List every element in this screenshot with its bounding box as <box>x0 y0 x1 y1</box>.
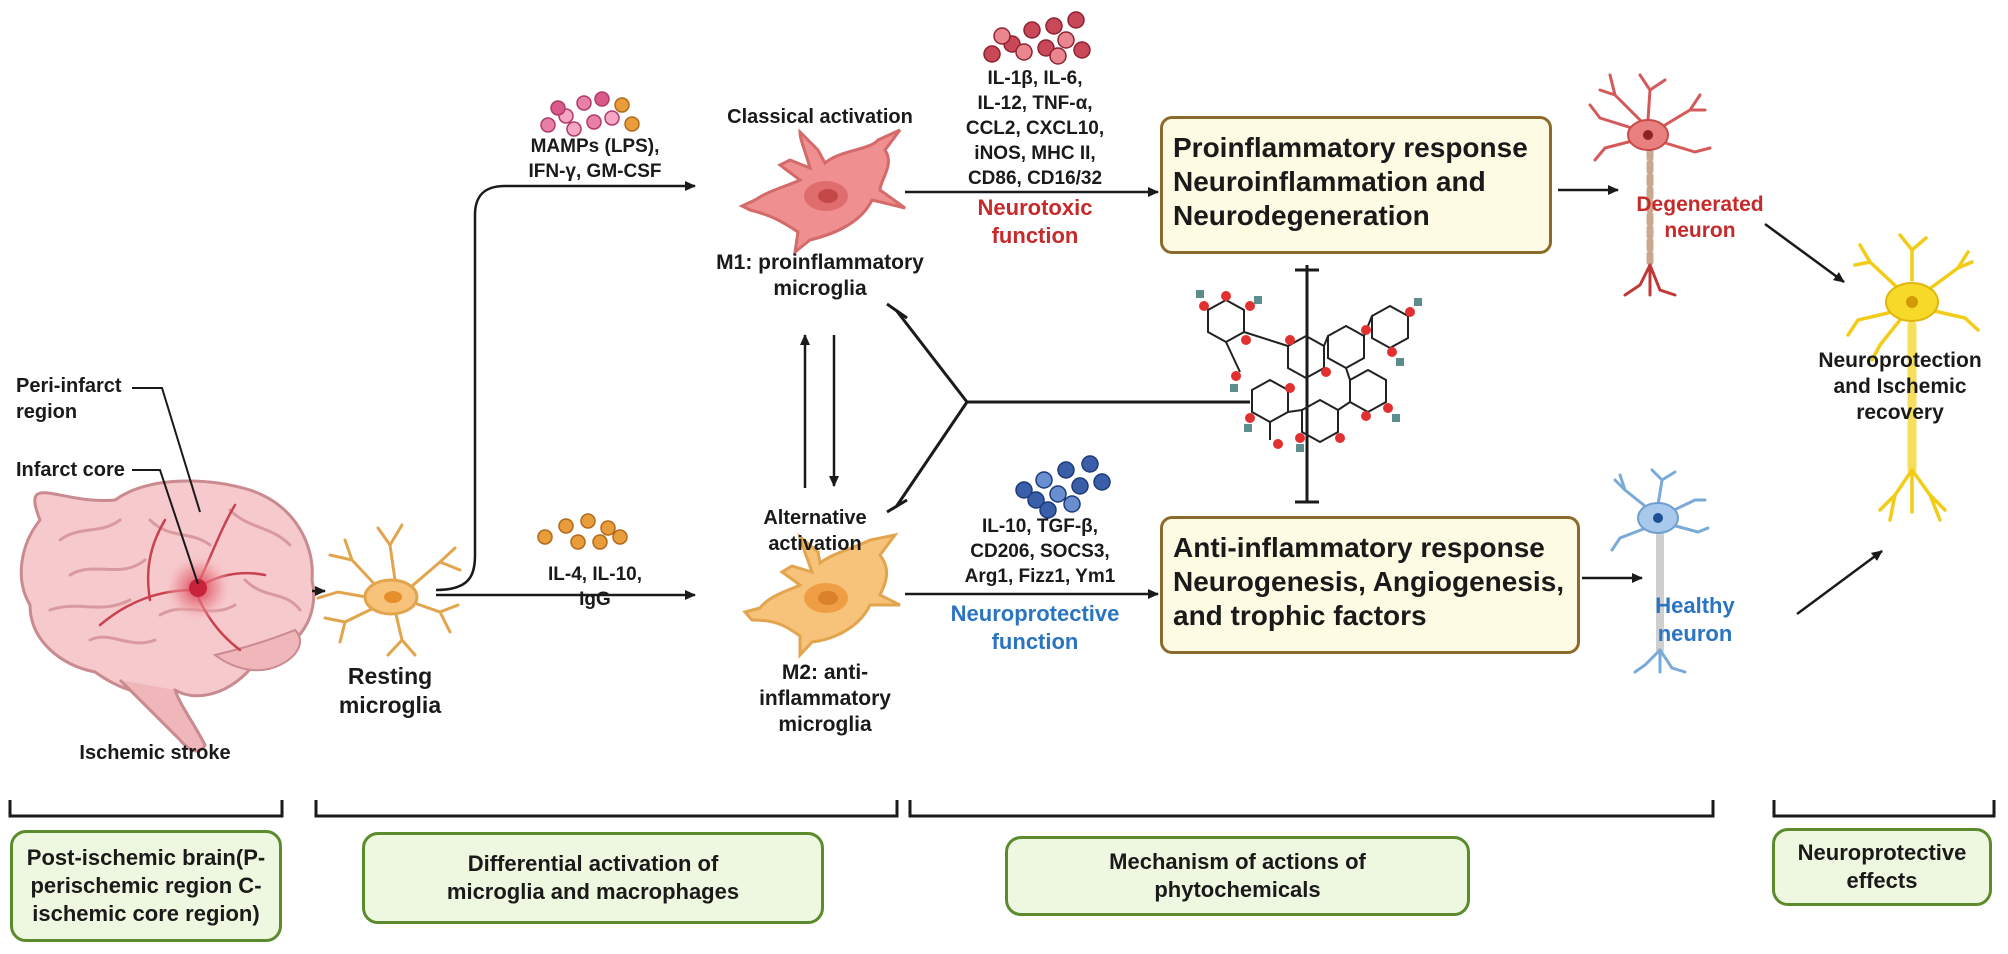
section-mechanism-phytochemicals: Mechanism of actions of phytochemicals <box>1005 836 1470 916</box>
section-post-ischemic-brain: Post-ischemic brain(P- perischemic regio… <box>10 830 282 942</box>
anti-box-line1: Anti-inflammatory response <box>1173 532 1545 563</box>
m2-microglia-illustration <box>742 532 901 659</box>
peri-infarct-label: Peri-infarct region <box>16 375 122 423</box>
anti-box-line2: Neurogenesis, Angiogenesis, <box>1173 566 1565 597</box>
section-differential-activation: Differential activation of microglia and… <box>362 832 824 924</box>
m1-microglia-illustration <box>738 128 906 256</box>
molecule-atoms-oxygen <box>1199 291 1415 449</box>
m2-stimuli-particles <box>537 513 628 550</box>
degenerated-neuron-illustration <box>1588 73 1712 297</box>
pro-box-line1: Proinflammatory response <box>1173 132 1528 163</box>
anti-box-line3: and trophic factors <box>1173 600 1427 631</box>
m1-markers-list: IL-1β, IL-6, IL-12, TNF-α, CCL2, CXCL10,… <box>965 68 1105 189</box>
healthy-neuron-illustration <box>1610 468 1710 674</box>
neurotoxic-function-label: Neurotoxic function <box>977 195 1093 248</box>
recovered-neuron-illustration <box>1846 233 1980 522</box>
alternative-activation-label: Alternative activation <box>763 507 867 555</box>
neuroprotection-outcome-label: Neuroprotection and Ischemic recovery <box>1818 349 1982 424</box>
infarct-core-label: Infarct core <box>16 459 125 481</box>
molecule-atoms-hydrogen <box>1196 290 1422 452</box>
m2-stimuli-label: IL-4, IL-10, IgG <box>548 564 642 610</box>
degenerated-neuron-label: Degenerated neuron <box>1636 193 1764 242</box>
neuroprotective-function-label: Neuroprotective function <box>950 601 1120 654</box>
pro-box-line2: Neuroinflammation and <box>1173 166 1486 197</box>
ischemic-stroke-caption: Ischemic stroke <box>79 742 231 764</box>
section-neuroprotective-effects: Neuroprotective effects <box>1772 828 1992 906</box>
m1-cytokine-particles <box>983 11 1091 65</box>
m2-microglia-label: M2: anti- inflammatory microglia <box>759 661 891 736</box>
m1-stimuli-particles <box>540 91 640 137</box>
proinflammatory-response-box: Proinflammatory response Neuroinflammati… <box>1160 116 1552 254</box>
m2-cytokine-particles <box>1015 455 1111 519</box>
m1-microglia-label: M1: proinflammatory microglia <box>716 251 924 300</box>
resting-microglia-illustration <box>316 523 462 657</box>
classical-activation-label: Classical activation <box>727 106 913 128</box>
anti-inflammatory-response-box: Anti-inflammatory response Neurogenesis,… <box>1160 516 1580 654</box>
healthy-neuron-label: Healthy neuron <box>1655 593 1735 646</box>
m2-markers-list: IL-10, TGF-β, CD206, SOCS3, Arg1, Fizz1,… <box>964 516 1116 587</box>
resting-microglia-label: Resting microglia <box>338 663 442 718</box>
pro-box-line3: Neurodegeneration <box>1173 200 1430 231</box>
m1-stimuli-label: MAMPs (LPS), IFN-γ, GM-CSF <box>528 136 662 182</box>
brain-illustration <box>19 479 316 753</box>
